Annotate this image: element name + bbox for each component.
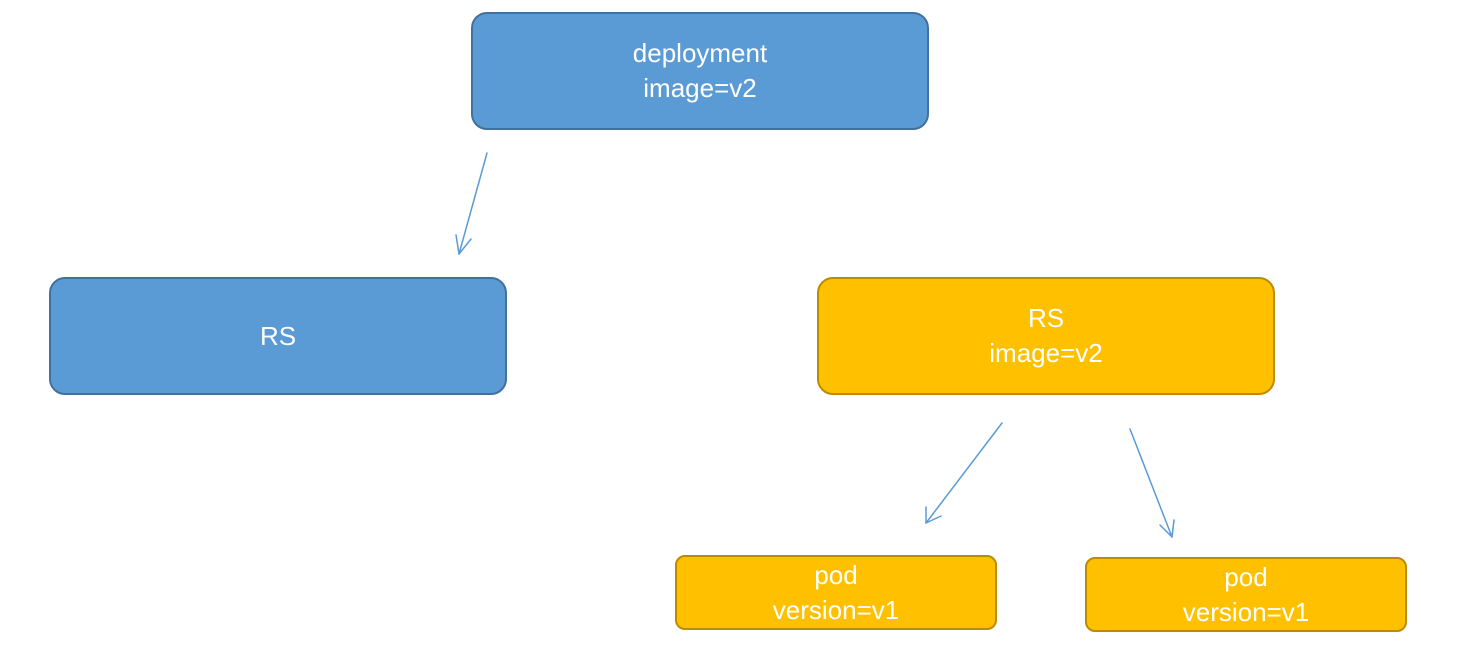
deployment-node: deployment image=v2 bbox=[471, 12, 929, 130]
arrow-rs-to-pod-left bbox=[925, 422, 1003, 524]
arrow-deployment-to-rs bbox=[455, 152, 488, 255]
pod-node-left: pod version=v1 bbox=[675, 555, 997, 630]
pod-node-right: pod version=v1 bbox=[1085, 557, 1407, 632]
pod-left-version: version=v1 bbox=[772, 594, 900, 625]
pod-left-title: pod bbox=[814, 559, 858, 590]
deployment-title: deployment bbox=[632, 38, 768, 68]
deployment-image: image=v2 bbox=[643, 73, 757, 103]
replicaset-old-title: RS bbox=[259, 320, 297, 351]
pod-right-title: pod bbox=[1224, 561, 1268, 592]
replicaset-old-node: RS bbox=[49, 277, 507, 395]
replicaset-new-title: RS bbox=[1027, 303, 1065, 333]
arrow-rs-to-pod-right bbox=[1129, 428, 1175, 538]
pod-right-version: version=v1 bbox=[1182, 596, 1310, 627]
replicaset-new-image: image=v2 bbox=[989, 338, 1103, 368]
replicaset-new-node: RS image=v2 bbox=[817, 277, 1275, 395]
